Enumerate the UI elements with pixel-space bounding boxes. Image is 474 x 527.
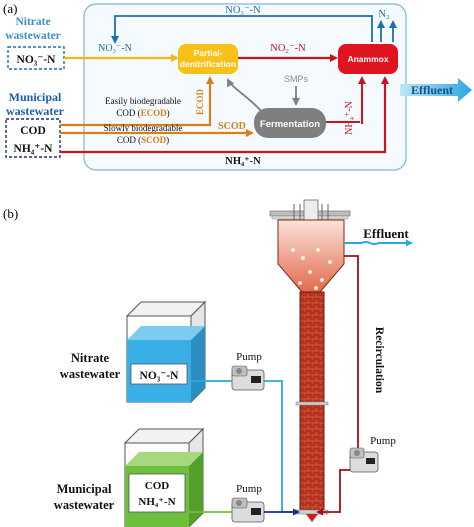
effluent-label: Effluent (411, 83, 453, 97)
municipal-nh4: NH₄⁺-N (14, 143, 54, 155)
ecod-vertical-label: ECOD (195, 89, 205, 116)
partial-denit-label-1: Partial- (194, 48, 223, 58)
recirculation-label: Recirculation (373, 327, 385, 394)
fermentation-label: Fermentation (260, 119, 320, 130)
slowly-label-2: COD (SCOD) (117, 135, 169, 145)
no3-top-label: NO₃⁻-N (225, 5, 261, 16)
nitrate-title-1: Nitrate (15, 16, 50, 28)
partial-denit-label-2: denitrification (180, 59, 236, 69)
pump-municipal-label: Pump (236, 483, 262, 495)
reactor-inlet-cone (306, 514, 318, 522)
municipal-b-label-2: wastewater (54, 498, 115, 512)
effluent-b-label: Effluent (363, 226, 409, 241)
no3-left-label: NO₃⁻-N (98, 43, 132, 54)
municipal-pump (231, 497, 265, 523)
slowly-label-1: Slowly biodegradable (104, 123, 183, 133)
nitrate-title-2: wastewater (5, 30, 61, 42)
n2-label: N₂ (378, 9, 390, 20)
ecod-arrow (60, 76, 214, 127)
easily-label-2: COD (ECOD) (116, 108, 169, 118)
nitrate-b-label-2: wastewater (60, 367, 121, 381)
scod-label: SCOD (218, 121, 246, 132)
anammox-box (338, 44, 398, 74)
municipal-tank-label-box (128, 473, 186, 513)
pump-nitrate-label: Pump (236, 351, 262, 363)
nitrate-b-label-1: Nitrate (71, 351, 110, 365)
nitrate-tank-label-box (130, 363, 188, 385)
nh4-bottom-arrow (60, 76, 389, 154)
pump-recirc-label: Pump (370, 435, 396, 447)
recirculation-line (344, 255, 359, 452)
municipal-title-1: Municipal (9, 90, 62, 104)
panel-a-label: (a) (3, 1, 17, 16)
reactor-settler (277, 219, 345, 293)
effluent-pipe-curl (361, 240, 379, 246)
fermentation-ecod-arrow (227, 78, 263, 113)
process-boundary (83, 3, 407, 171)
municipal-b-label-1: Municipal (57, 482, 112, 496)
nitrate-tank (125, 300, 207, 404)
nh4-vertical-label: NH₄⁺-N (344, 101, 355, 135)
municipal-tank-cod: COD (145, 480, 170, 492)
municipal-box (5, 118, 61, 158)
municipal-tank-nh4: NH₄⁺-N (138, 496, 175, 508)
no3-return-arrow (111, 15, 373, 44)
nitrate-to-reactor-arrow (264, 380, 300, 516)
fermentation-box (254, 108, 326, 138)
recirculation-return-arrow (316, 469, 350, 516)
easily-label-1: Easily biodegradable (105, 96, 181, 106)
smps-label: SMPs (284, 74, 309, 84)
settler-bubbles (291, 248, 332, 290)
nitrate-box-text: NO₃⁻-N (17, 54, 57, 66)
no2-label: NO₂⁻-N (270, 43, 306, 54)
effluent-arrow (400, 78, 472, 102)
nitrate-pump (231, 365, 265, 391)
nh4-bottom-label: NH₄⁺-N (225, 156, 261, 167)
nitrate-tank-label: NO₃⁻-N (140, 370, 180, 382)
partial-denitrification-box (178, 44, 238, 74)
reactor-mid-flange (295, 401, 329, 406)
panel-b-label: (b) (3, 206, 18, 221)
recirculation-pump (349, 447, 379, 473)
anammox-label: Anammox (347, 54, 388, 64)
municipal-cod: COD (20, 125, 46, 137)
municipal-title-2: wastewater (6, 104, 65, 118)
